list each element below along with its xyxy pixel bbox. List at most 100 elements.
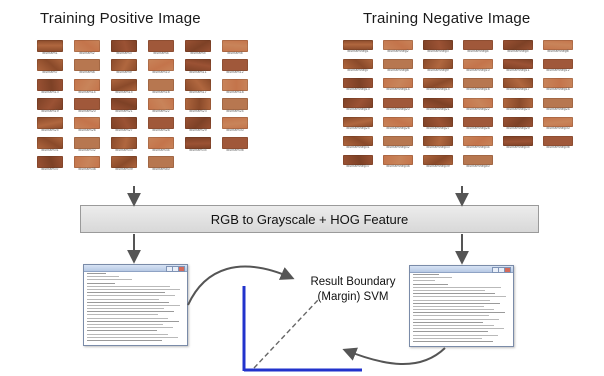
text-line: [87, 336, 179, 338]
image-caption: diuntamneg24: [546, 106, 570, 111]
brick-texture-image: [74, 59, 100, 72]
text-line: [413, 274, 440, 275]
image-caption: diuntam27: [115, 128, 133, 133]
image-thumbnail: diuntam30: [222, 117, 252, 133]
brick-texture-image: [423, 78, 453, 89]
image-thumbnail: diuntamneg18: [543, 78, 575, 92]
brick-texture-image: [383, 78, 413, 89]
image-thumbnail: diuntamneg6: [543, 40, 575, 54]
text-line: [87, 320, 180, 322]
image-caption: diuntam7: [42, 70, 58, 75]
image-thumbnail: diuntamneg33: [423, 136, 455, 150]
image-thumbnail: diuntamneg37: [343, 155, 375, 169]
image-caption: diuntam39: [115, 166, 133, 171]
brick-texture-image: [74, 117, 100, 130]
brick-texture-image: [37, 59, 63, 72]
brick-texture-image: [111, 59, 137, 72]
negative-features-window: [409, 265, 514, 347]
image-caption: diuntam28: [152, 128, 170, 133]
image-caption: diuntam6: [227, 51, 243, 55]
brick-texture-image: [111, 136, 137, 149]
text-line: [413, 286, 502, 288]
image-caption: diuntam11: [189, 70, 207, 75]
brick-texture-image: [185, 59, 211, 72]
image-thumbnail: diuntam25: [37, 117, 67, 133]
image-caption: diuntamneg2: [387, 49, 409, 53]
text-line: [413, 302, 501, 304]
image-thumbnail: diuntamneg30: [543, 116, 575, 131]
text-line: [413, 293, 496, 295]
image-caption: diuntamneg7: [347, 68, 369, 73]
image-caption: diuntamneg1: [347, 49, 369, 53]
image-thumbnail: diuntamneg10: [463, 59, 495, 73]
brick-texture-image: [148, 117, 174, 130]
image-thumbnail: diuntam34: [148, 136, 178, 153]
image-caption: diuntam26: [78, 128, 96, 133]
brick-texture-image: [37, 40, 63, 52]
text-line: [413, 283, 448, 285]
brick-texture-image: [37, 78, 63, 91]
brick-texture-image: [37, 97, 63, 110]
text-line: [87, 276, 119, 278]
text-line: [87, 330, 157, 332]
svm-margin-boundary: [253, 299, 319, 369]
brick-texture-image: [463, 40, 493, 50]
text-line: [413, 318, 500, 320]
image-thumbnail: diuntam29: [185, 117, 215, 133]
image-thumbnail: diuntam12: [222, 59, 252, 75]
image-caption: diuntamneg30: [546, 125, 570, 130]
image-caption: diuntam22: [152, 108, 170, 113]
positive-features-window: [83, 264, 188, 346]
brick-texture-image: [222, 136, 248, 149]
svm-label-line1: Result Boundary: [310, 276, 396, 288]
image-caption: diuntamneg11: [506, 68, 530, 73]
image-caption: diuntam1: [42, 51, 58, 55]
image-caption: diuntamneg28: [466, 125, 490, 130]
image-caption: diuntamneg36: [546, 145, 570, 149]
brick-texture-image: [222, 59, 248, 72]
image-thumbnail: diuntamneg28: [463, 116, 495, 131]
brick-texture-image: [185, 40, 211, 52]
image-thumbnail: diuntam32: [74, 136, 104, 153]
image-thumbnail: diuntam35: [185, 136, 215, 153]
image-thumbnail: diuntam39: [111, 155, 141, 172]
brick-texture-image: [222, 78, 248, 91]
image-caption: diuntam36: [226, 147, 244, 152]
image-thumbnail: diuntamneg35: [503, 136, 535, 150]
image-caption: diuntamneg18: [546, 87, 570, 92]
image-caption: diuntam19: [41, 108, 59, 113]
image-caption: diuntamneg40: [466, 164, 490, 169]
brick-texture-image: [543, 78, 573, 89]
text-line: [87, 308, 164, 310]
text-line: [413, 280, 436, 282]
brick-texture-image: [343, 97, 373, 108]
text-line: [87, 327, 174, 329]
image-thumbnail: diuntam13: [37, 78, 67, 95]
brick-texture-image: [463, 59, 493, 70]
image-thumbnail: diuntamneg26: [383, 116, 415, 131]
brick-texture-image: [185, 117, 211, 130]
svm-result-label: Result Boundary (Margin) SVM: [300, 275, 406, 305]
brick-texture-image: [503, 59, 533, 70]
image-caption: diuntamneg15: [426, 87, 450, 92]
brick-texture-image: [148, 59, 174, 72]
image-caption: diuntam15: [115, 89, 133, 94]
image-caption: diuntam12: [226, 70, 244, 75]
image-caption: diuntam38: [78, 166, 96, 171]
image-caption: diuntamneg16: [466, 87, 490, 92]
text-line: [413, 328, 505, 330]
text-line: [413, 337, 482, 339]
text-line: [87, 282, 116, 284]
brick-texture-image: [503, 40, 533, 50]
image-thumbnail: diuntamneg27: [423, 116, 455, 131]
brick-texture-image: [343, 78, 373, 89]
feature-values-text: [87, 273, 184, 343]
text-line: [413, 321, 483, 323]
brick-texture-image: [343, 40, 373, 50]
image-thumbnail: diuntam21: [111, 97, 141, 114]
brick-texture-image: [111, 117, 137, 130]
text-line: [413, 325, 494, 326]
brick-texture-image: [543, 116, 573, 127]
brick-texture-image: [463, 97, 493, 108]
image-caption: diuntam23: [189, 108, 207, 113]
